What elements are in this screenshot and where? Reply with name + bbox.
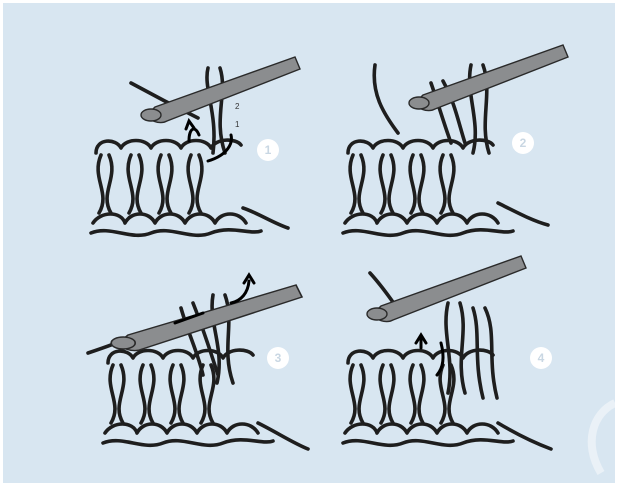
tail-yarn [370,273,395,305]
step-number-4: 4 [538,351,545,365]
yarn-loop-2 [473,308,497,398]
yarn-swatch-icon [91,140,261,235]
crochet-hook-icon [409,45,568,111]
tail-yarn [374,65,398,133]
step-number-3: 3 [275,351,282,365]
loop-label-2: 2 [235,102,240,111]
yarn-swatch-icon [343,350,513,445]
step-number-2: 2 [520,136,527,150]
yarn-loop-1 [207,68,225,153]
step-4-illustration: 4 [343,256,552,449]
yarn-swatch-icon [343,140,513,235]
working-yarn [498,423,551,449]
arrow-head [186,121,194,129]
decorative-ring [592,403,615,473]
loop-label-1: 1 [235,120,240,129]
working-yarn [258,423,308,449]
crochet-steps-diagram: 2 1 1 2 3 4 [3,3,615,483]
diagram-panel: 2 1 1 2 3 4 [3,3,615,483]
yarn-swatch-icon [103,350,273,445]
step-2-illustration: 2 [343,45,568,235]
step-3-illustration: 3 [88,275,308,449]
step-number-1: 1 [265,143,272,157]
step-1-illustration: 2 1 1 [91,57,300,235]
working-yarn [498,203,548,225]
working-yarn [243,208,288,228]
